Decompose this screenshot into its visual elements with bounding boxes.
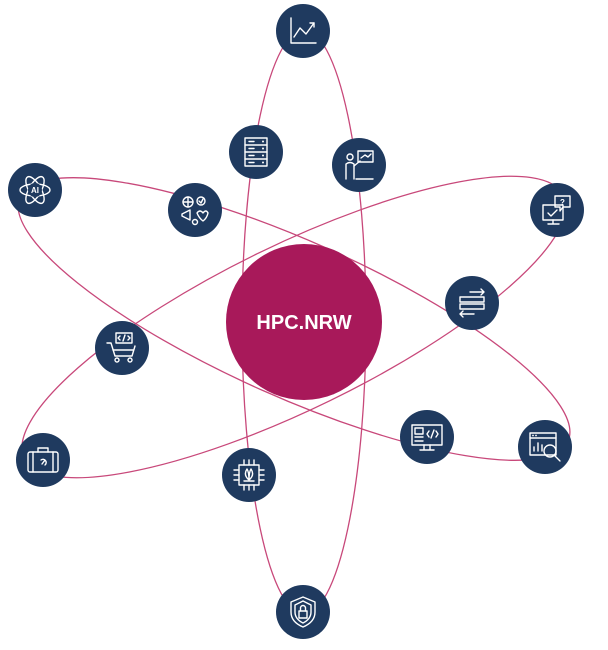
node-data-management (445, 276, 499, 330)
line-chart-icon (290, 17, 317, 44)
node-green-it (222, 448, 276, 502)
node-software (95, 321, 149, 375)
presentation-icon (345, 150, 374, 180)
node-analytics-chart (276, 4, 330, 58)
node-community (168, 183, 222, 237)
ai-atom-icon: AI (19, 175, 51, 205)
node-training (332, 138, 386, 192)
center-label: HPC.NRW (256, 312, 351, 334)
center-circle (226, 244, 382, 400)
helpdesk-icon: ? (542, 195, 571, 225)
node-development (400, 410, 454, 464)
green-chip-icon (233, 459, 265, 491)
node-support: ? (530, 183, 584, 237)
center-node: HPC.NRW (226, 244, 382, 400)
toolkit-case-icon (27, 447, 59, 473)
svg-text:AI: AI (31, 186, 39, 195)
server-rack-icon (244, 137, 268, 167)
analytics-search-icon (529, 432, 561, 462)
node-toolkit (16, 433, 70, 487)
code-cart-icon (106, 332, 136, 363)
svg-text:?: ? (560, 198, 565, 207)
community-icon (181, 196, 209, 226)
node-security (276, 585, 330, 639)
data-transfer-icon (459, 288, 485, 318)
web-code-icon (411, 424, 443, 451)
security-shield-icon (290, 596, 316, 628)
node-ai: AI (8, 163, 62, 217)
node-data-analysis (518, 420, 572, 474)
node-server (229, 125, 283, 179)
